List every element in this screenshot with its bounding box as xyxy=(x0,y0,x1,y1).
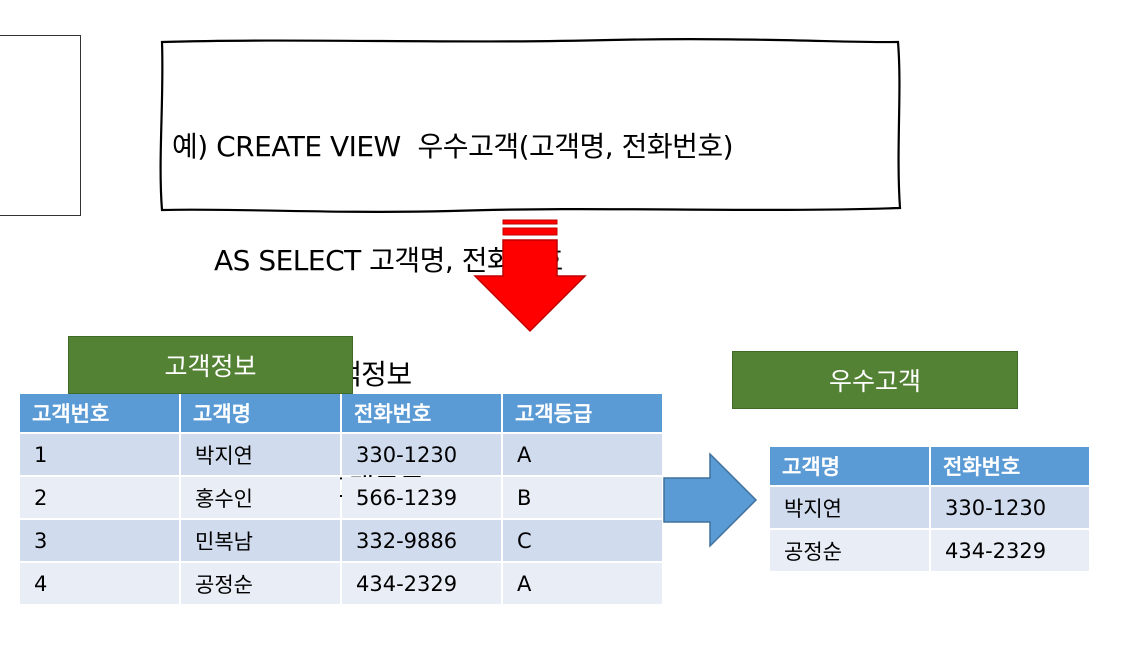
right-arrow-icon xyxy=(663,452,758,548)
table-cell: 434-2329 xyxy=(342,563,501,604)
table-row: 박지연 330-1230 xyxy=(770,487,1089,528)
table-cell: 1 xyxy=(20,434,179,475)
table-cell: 공정순 xyxy=(770,530,929,571)
table-cell: 민복남 xyxy=(181,520,340,561)
table-row: 4 공정순 434-2329 A xyxy=(20,563,662,604)
table-cell: B xyxy=(503,477,662,518)
column-header: 고객명 xyxy=(181,394,340,432)
source-table-title: 고객정보 xyxy=(68,336,353,394)
table-cell: 3 xyxy=(20,520,179,561)
table-cell: 공정순 xyxy=(181,563,340,604)
table-header-row: 고객명 전화번호 xyxy=(770,447,1089,485)
view-table: 고객명 전화번호 박지연 330-1230 공정순 434-2329 xyxy=(768,445,1091,573)
sql-line: 예) CREATE VIEW 우수고객(고객명, 전화번호) xyxy=(172,130,734,163)
table-row: 2 홍수인 566-1239 B xyxy=(20,477,662,518)
table-row: 3 민복남 332-9886 C xyxy=(20,520,662,561)
column-header: 전화번호 xyxy=(931,447,1089,485)
table-cell: 4 xyxy=(20,563,179,604)
column-header: 고객명 xyxy=(770,447,929,485)
table-cell: 2 xyxy=(20,477,179,518)
table-row: 1 박지연 330-1230 A xyxy=(20,434,662,475)
down-arrow-icon xyxy=(473,219,587,333)
partial-side-box xyxy=(0,35,81,216)
table-cell: 330-1230 xyxy=(342,434,501,475)
column-header: 전화번호 xyxy=(342,394,501,432)
table-cell: 홍수인 xyxy=(181,477,340,518)
table-cell: 434-2329 xyxy=(931,530,1089,571)
table-cell: 332-9886 xyxy=(342,520,501,561)
table-cell: 566-1239 xyxy=(342,477,501,518)
sql-line: AS SELECT 고객명, 전화번호 xyxy=(172,244,563,277)
table-cell: C xyxy=(503,520,662,561)
table-cell: A xyxy=(503,563,662,604)
table-header-row: 고객번호 고객명 전화번호 고객등급 xyxy=(20,394,662,432)
column-header: 고객등급 xyxy=(503,394,662,432)
source-table: 고객번호 고객명 전화번호 고객등급 1 박지연 330-1230 A 2 홍수… xyxy=(18,392,664,606)
table-row: 공정순 434-2329 xyxy=(770,530,1089,571)
table-cell: 박지연 xyxy=(770,487,929,528)
column-header: 고객번호 xyxy=(20,394,179,432)
table-cell: 박지연 xyxy=(181,434,340,475)
table-cell: 330-1230 xyxy=(931,487,1089,528)
table-cell: A xyxy=(503,434,662,475)
sql-callout-frame xyxy=(159,38,902,213)
view-table-title: 우수고객 xyxy=(732,351,1018,409)
